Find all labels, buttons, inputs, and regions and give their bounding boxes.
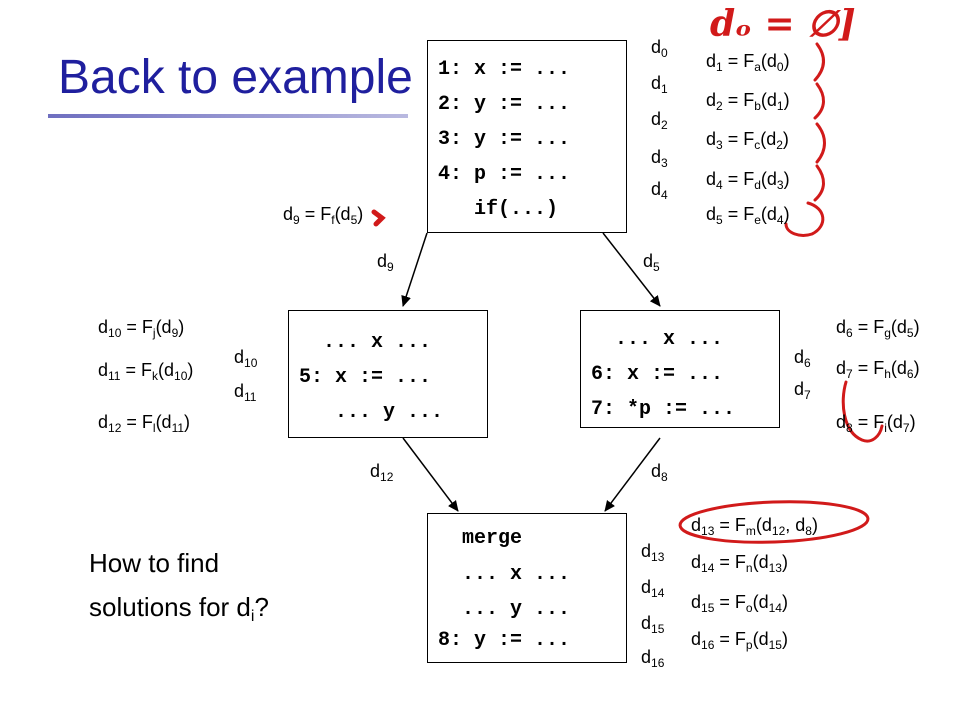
var-d15: d15 xyxy=(641,613,665,636)
code-line: 6: x := ... xyxy=(591,363,724,386)
equation-d14: d14 = Fn(d13) xyxy=(691,552,788,575)
edge-entry-to-right xyxy=(602,232,661,307)
code-line: ... y ... xyxy=(438,598,571,621)
var-d11: d11 xyxy=(234,381,257,404)
equation-d6: d6 = Fg(d5) xyxy=(836,317,920,340)
equation-d1: d1 = Fa(d0) xyxy=(706,51,790,74)
entry-block: 1: x := ... 2: y := ... 3: y := ... 4: p… xyxy=(427,40,627,233)
var-d3: d3 xyxy=(651,147,668,170)
equation-d10: d10 = Fj(d9) xyxy=(98,317,185,340)
merge-block: merge ... x ... ... y ... 8: y := ... xyxy=(427,513,627,663)
equation-d7: d7 = Fh(d6) xyxy=(836,358,920,381)
code-line: 2: y := ... xyxy=(438,93,571,116)
var-d12: d12 xyxy=(370,461,394,484)
equation-d2: d2 = Fb(d1) xyxy=(706,90,790,113)
left-block: ... x ... 5: x := ... ... y ... xyxy=(288,310,488,438)
equation-d8: d8 = Fi(d7) xyxy=(836,412,916,435)
var-d14: d14 xyxy=(641,577,665,600)
equation-d5: d5 = Fe(d4) xyxy=(706,204,790,227)
var-d6: d6 xyxy=(794,347,811,370)
var-d13: d13 xyxy=(641,541,665,564)
equation-d4: d4 = Fd(d3) xyxy=(706,169,790,192)
equation-d15: d15 = Fo(d14) xyxy=(691,592,788,615)
var-d10: d10 xyxy=(234,347,258,370)
code-line: 5: x := ... xyxy=(299,366,432,389)
code-line: ... y ... xyxy=(299,401,444,424)
equation-d16: d16 = Fp(d15) xyxy=(691,629,788,652)
var-d9: d9 xyxy=(377,251,394,274)
var-d7: d7 xyxy=(794,379,811,402)
code-line: ... x ... xyxy=(299,331,432,354)
code-line: merge xyxy=(438,527,523,550)
edge-entry-to-left xyxy=(401,232,428,307)
code-line: 4: p := ... xyxy=(438,163,571,186)
code-line: 1: x := ... xyxy=(438,58,571,81)
code-line: 3: y := ... xyxy=(438,128,571,151)
edge-left-to-merge xyxy=(402,437,459,512)
code-line: 7: *p := ... xyxy=(591,398,736,421)
code-line: ... x ... xyxy=(591,328,724,351)
handwritten-marks xyxy=(371,42,884,544)
edge-right-to-merge xyxy=(604,437,661,512)
handwritten-annotation: dₒ = ∅] xyxy=(710,3,856,45)
var-d5: d5 xyxy=(643,251,660,274)
equation-d12: d12 = Fl(d11) xyxy=(98,412,191,435)
code-line: ... x ... xyxy=(438,563,571,586)
equation-d13: d13 = Fm(d12, d8) xyxy=(691,515,818,538)
title-underline xyxy=(48,114,408,118)
code-line: if(...) xyxy=(438,198,559,221)
equation-d9: d9 = Ff(d5) xyxy=(283,204,364,227)
slide-title: Back to example xyxy=(58,51,413,104)
var-d1: d1 xyxy=(651,73,668,96)
question-line-2: solutions for di? xyxy=(89,592,269,625)
var-d2: d2 xyxy=(651,109,668,132)
var-d8: d8 xyxy=(651,461,668,484)
var-d0: d0 xyxy=(651,37,668,60)
var-d16: d16 xyxy=(641,647,665,670)
code-line: 8: y := ... xyxy=(438,629,571,652)
question-line-1: How to find xyxy=(89,548,220,578)
equation-d3: d3 = Fc(d2) xyxy=(706,129,789,152)
equation-d11: d11 = Fk(d10) xyxy=(98,360,194,383)
right-block: ... x ... 6: x := ... 7: *p := ... xyxy=(580,310,780,428)
var-d4: d4 xyxy=(651,179,668,202)
